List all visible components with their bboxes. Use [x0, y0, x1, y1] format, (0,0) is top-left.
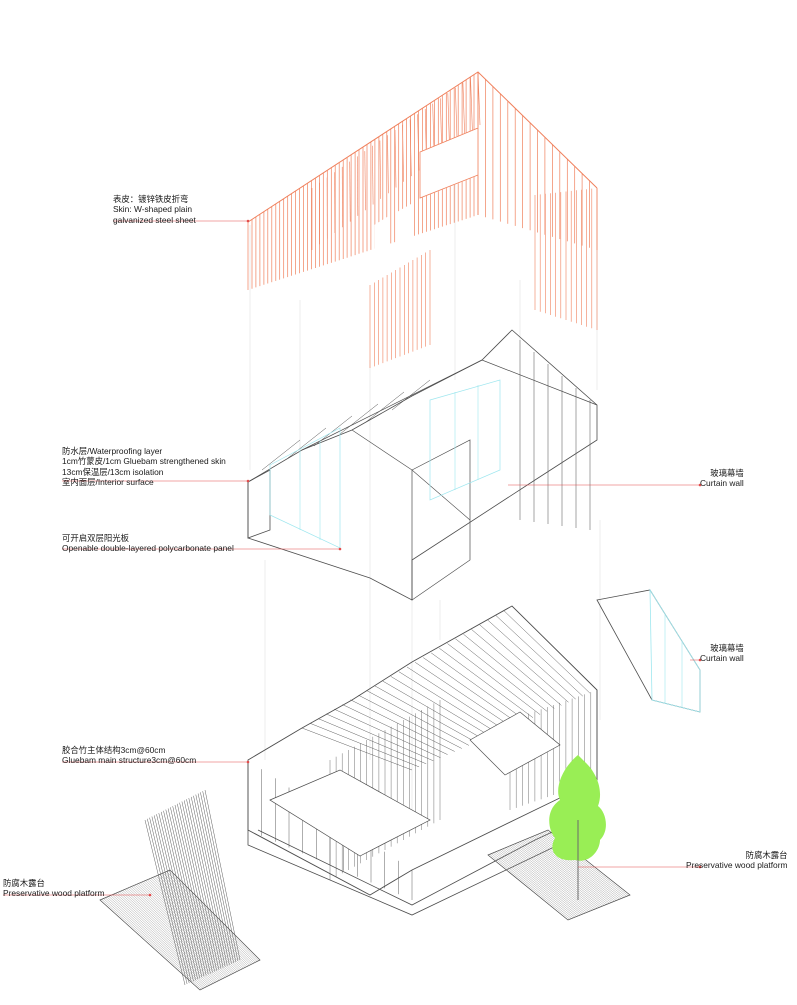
structure-rafter	[480, 625, 569, 703]
leader-dot	[247, 761, 250, 764]
structure-rafter	[496, 615, 583, 696]
label-platform-left-line-1: 防腐木露台	[3, 878, 104, 888]
label-structure-line-2: Gluebam main structure3cm@60cm	[62, 755, 196, 765]
structure-rafter	[375, 686, 476, 743]
structure-rafter	[504, 611, 590, 693]
label-skin-line-1: 表皮：镀锌铁皮折弯	[113, 194, 196, 204]
platform-left-screen	[154, 815, 193, 981]
structure-rafter	[488, 620, 576, 699]
platform-left-deck	[111, 896, 210, 986]
skin-roof-upper	[365, 151, 366, 210]
shell-panel-seam	[392, 380, 430, 410]
label-platform-right: 防腐木露台 Preservative wood platform	[686, 850, 787, 871]
label-waterproofing-line-4: 室内面层/Interior surface	[62, 477, 226, 487]
structure-rafter	[342, 705, 447, 755]
shell-fold	[352, 430, 470, 520]
leader-dot	[339, 548, 342, 551]
label-curtain-wall-2-line-2: Curtain wall	[700, 653, 744, 663]
structure-courtyard	[470, 712, 560, 775]
shell-panel-seam	[366, 392, 404, 422]
shell-front-panel	[412, 440, 470, 600]
structure-rafter	[351, 700, 455, 752]
platform-left-deck	[156, 876, 248, 966]
structure-rafter	[512, 606, 597, 690]
gluebam-structure-layer	[248, 606, 600, 915]
waterproof-shell-layer	[248, 330, 597, 600]
skin-roof-upper	[455, 88, 457, 142]
structure-rafter	[359, 695, 462, 748]
structure-rafter	[310, 723, 419, 767]
structure-rafter	[302, 728, 412, 770]
leader-dot	[247, 480, 250, 483]
label-platform-left: 防腐木露台 Preservative wood platform	[3, 878, 104, 899]
platform-left-deck	[161, 874, 252, 964]
curtain-wall-left	[270, 428, 340, 548]
label-skin-line-2: Skin: W-shaped plain	[113, 204, 196, 214]
skin-roof-upper	[388, 135, 389, 193]
label-curtain-wall-1-line-1: 玻璃幕墙	[700, 468, 744, 478]
shell-panel-seam	[340, 404, 378, 434]
platform-left-deck	[121, 891, 218, 981]
platform-left-screen	[182, 802, 219, 970]
platform-left-screen	[159, 813, 198, 979]
structure-rafter	[439, 648, 533, 718]
platform-left-deck	[116, 893, 214, 983]
label-platform-left-line-2: Preservative wood platform	[3, 888, 104, 898]
label-polycarbonate: 可开启双层阳光板 Openable double-layered polycar…	[62, 533, 234, 554]
curtain-wall-detached-frame	[597, 590, 700, 712]
structure-rafter	[318, 719, 426, 764]
skin-roof-upper	[471, 77, 473, 130]
curtain-wall-mid	[430, 380, 500, 500]
label-polycarbonate-line-1: 可开启双层阳光板	[62, 533, 234, 543]
skin-roof-upper	[372, 146, 373, 205]
leader-dot	[247, 220, 250, 223]
label-waterproofing-line-3: 13cm保温层/13cm isolation	[62, 467, 226, 477]
label-skin-line-3: galvanized steel sheet	[113, 215, 196, 225]
skin-roof-upper	[463, 83, 465, 137]
structure-rafter	[456, 639, 548, 712]
label-waterproofing: 防水层/Waterproofing layer 1cm竹蒙皮/1cm Glueb…	[62, 446, 226, 488]
label-waterproofing-line-1: 防水层/Waterproofing layer	[62, 446, 226, 456]
label-waterproofing-line-2: 1cm竹蒙皮/1cm Gluebam strengthened skin	[62, 456, 226, 466]
skin-roof-upper	[350, 162, 351, 222]
shell-outline	[248, 330, 597, 600]
structure-courtyard	[270, 770, 430, 856]
platform-left-deck	[114, 894, 212, 984]
label-skin: 表皮：镀锌铁皮折弯 Skin: W-shaped plain galvanize…	[113, 194, 196, 225]
skin-roof-upper	[357, 156, 358, 216]
label-platform-right-line-1: 防腐木露台	[686, 850, 787, 860]
structure-rafter	[383, 681, 483, 739]
skin-skylight-2	[398, 204, 412, 258]
curtain-wall-detached	[650, 590, 700, 712]
leader-dot	[149, 894, 152, 897]
label-polycarbonate-line-2: Openable double-layered polycarbonate pa…	[62, 543, 234, 553]
structure-rafter	[447, 644, 540, 715]
structure-rafter	[367, 691, 469, 746]
label-curtain-wall-1: 玻璃幕墙 Curtain wall	[700, 468, 744, 489]
platform-left-deck	[118, 893, 216, 983]
label-platform-right-line-2: Preservative wood platform	[686, 860, 787, 870]
skin-steel-sheet-layer	[248, 72, 597, 368]
label-curtain-wall-2: 玻璃幕墙 Curtain wall	[700, 643, 744, 664]
label-structure-line-1: 胶合竹主体结构3cm@60cm	[62, 745, 196, 755]
skin-roof-upper	[380, 141, 381, 199]
platform-left-screen	[161, 812, 200, 978]
label-structure: 胶合竹主体结构3cm@60cm Gluebam main structure3c…	[62, 745, 196, 766]
label-curtain-wall-1-line-2: Curtain wall	[700, 478, 744, 488]
shell-roof-ridge	[302, 360, 597, 450]
structure-rafter	[464, 634, 555, 708]
skin-skylight-1	[375, 217, 388, 270]
shell-end-panel	[248, 470, 270, 538]
skin-roof-upper	[395, 130, 396, 188]
platform-left-deck	[154, 877, 246, 967]
structure-rafter	[334, 709, 440, 758]
label-curtain-wall-2-line-1: 玻璃幕墙	[700, 643, 744, 653]
